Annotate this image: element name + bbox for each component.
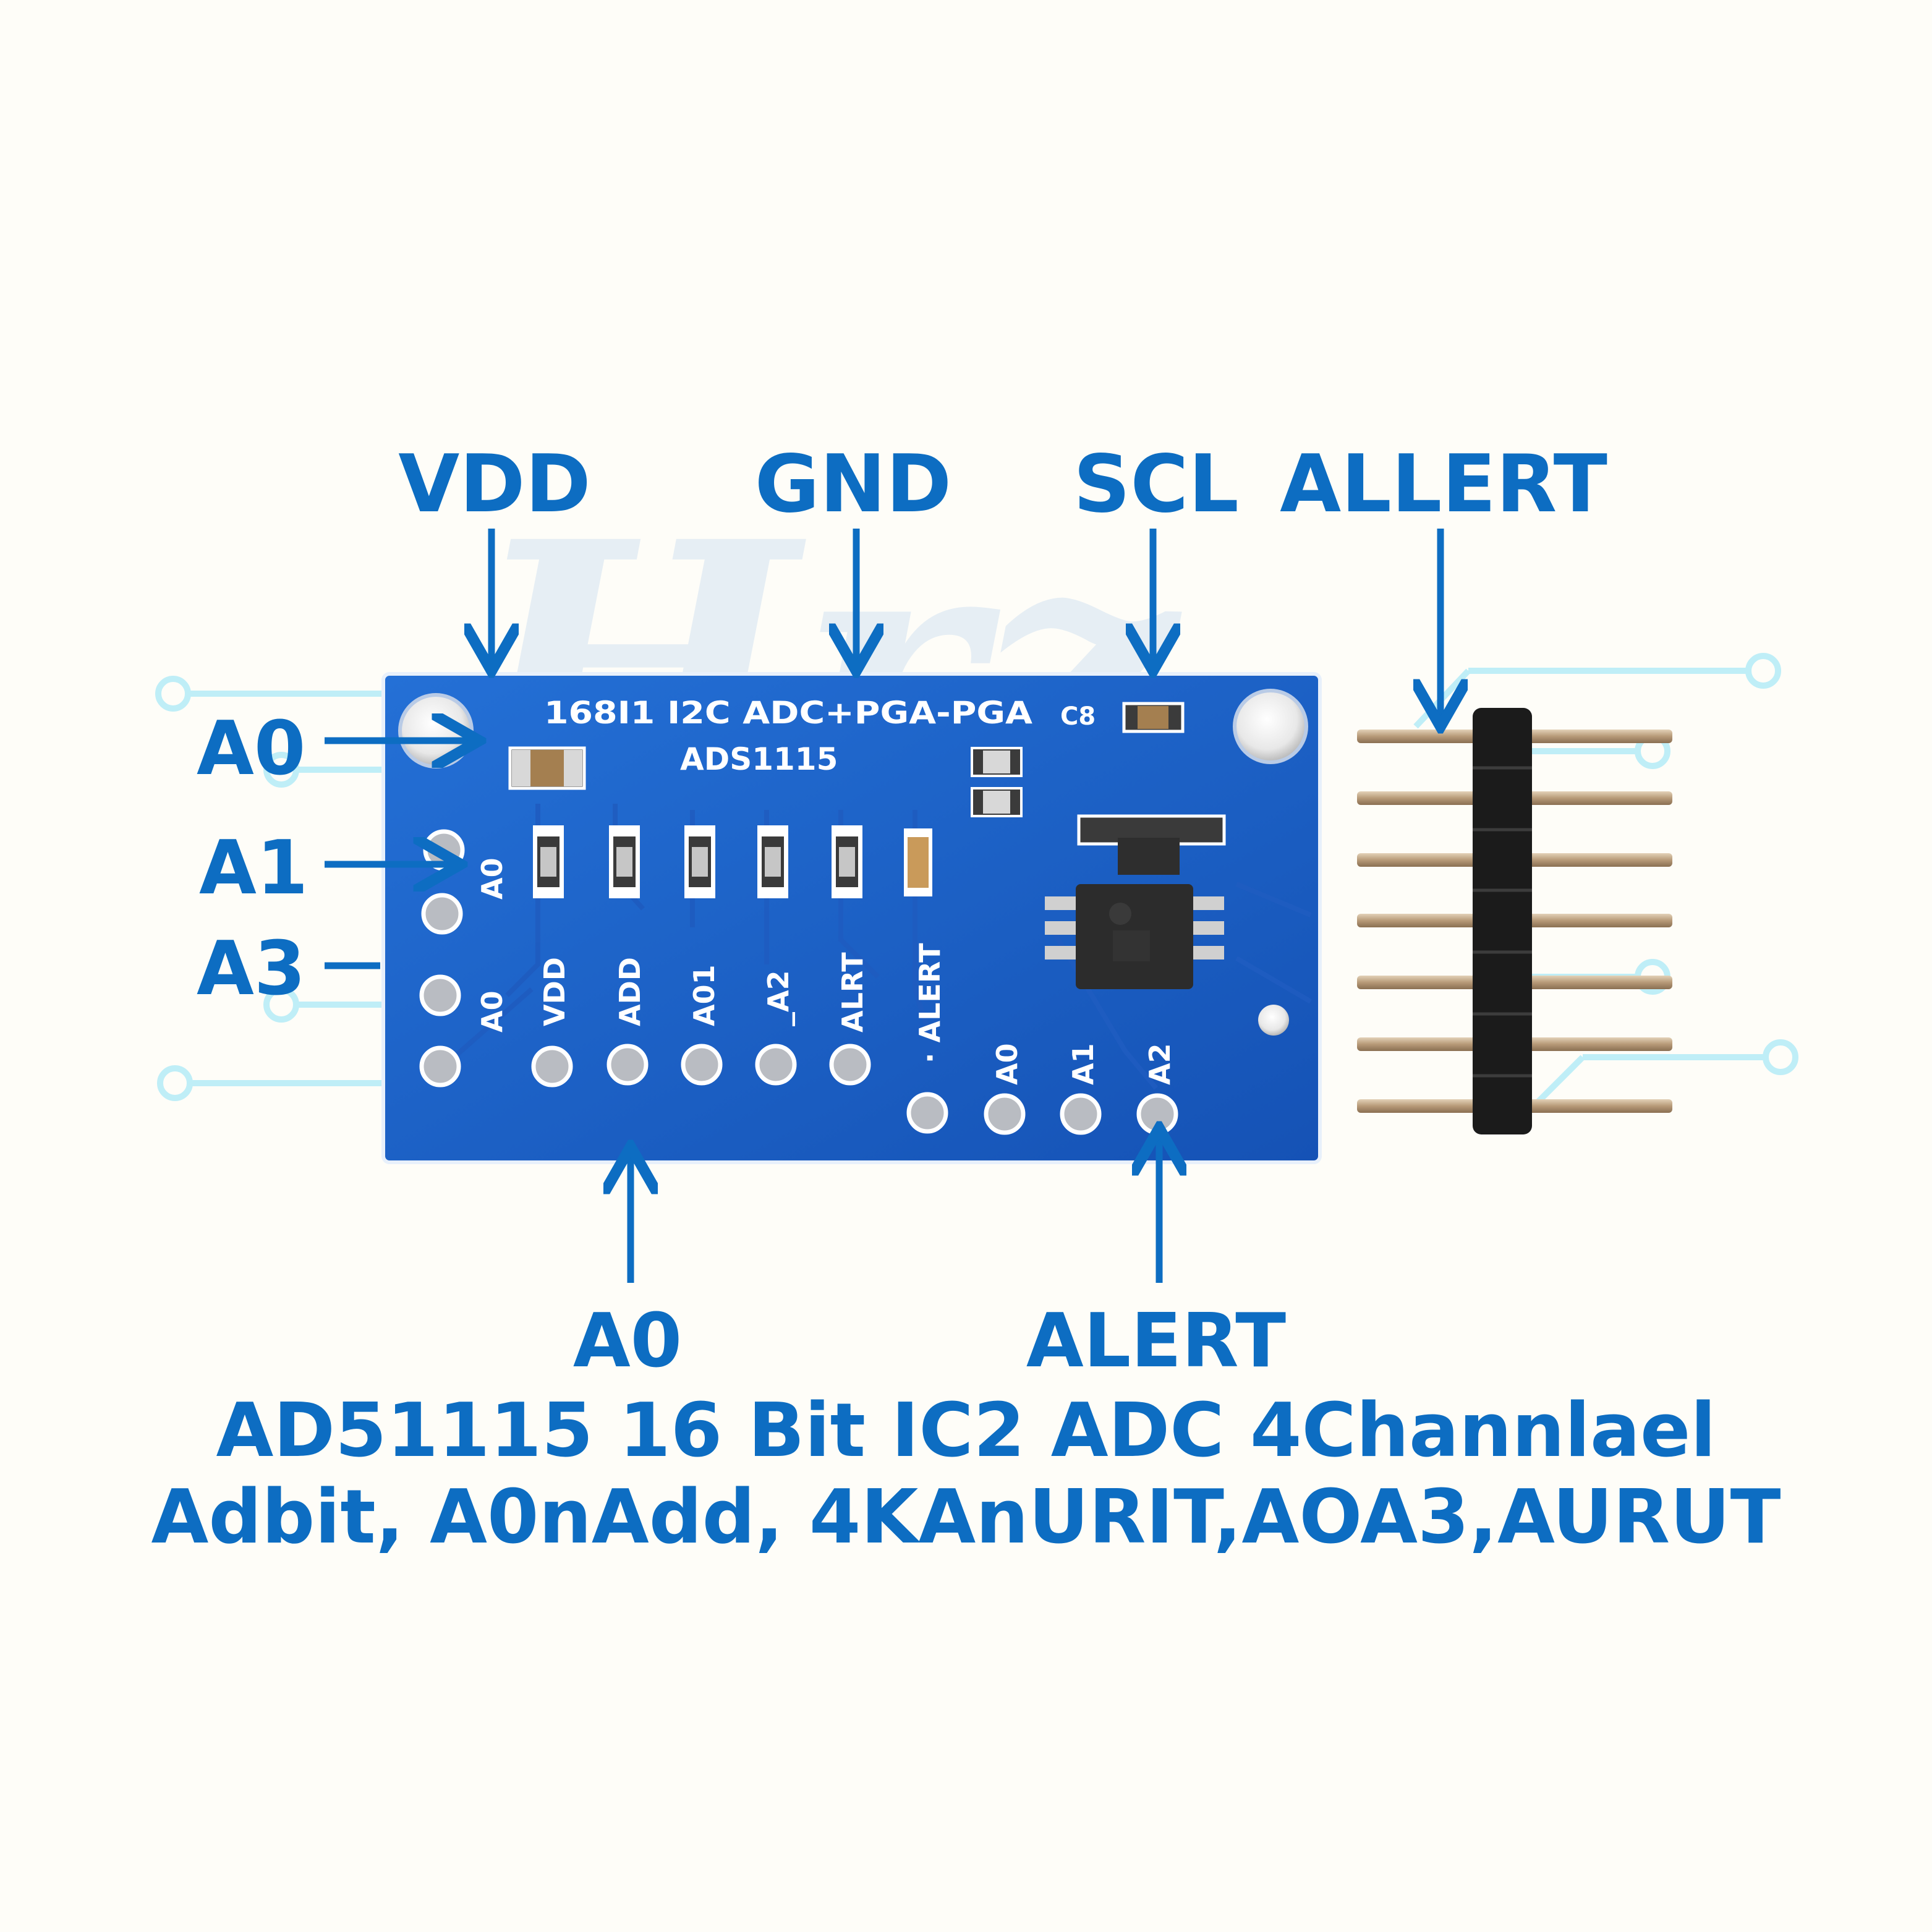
pin-header — [1357, 708, 1672, 1134]
pin-label-alert: · ALERT — [913, 943, 947, 1063]
ads1115-chip — [1045, 884, 1224, 989]
caption-line2: Adbit, A0nAdd, 4KAnURIT,AOA3,AURUT — [151, 1475, 1781, 1560]
callout-a0-left: A0 — [197, 706, 306, 792]
decorative-traces — [155, 653, 1798, 1115]
callout-vdd: VDD — [398, 438, 591, 530]
board-title-line2: ADS1115 — [680, 741, 838, 777]
capacitor — [971, 747, 1023, 817]
resistor-row — [533, 825, 932, 898]
pin-label-a2: _A2 — [762, 970, 795, 1026]
capacitor — [1122, 702, 1185, 733]
pin-label-a0-upper: A0 — [475, 857, 509, 900]
callout-gnd: GND — [754, 438, 952, 530]
pin-label-add: ADD — [613, 957, 647, 1026]
callout-arrows — [325, 529, 1440, 1283]
pin-label-a0-lower: A0 — [475, 990, 509, 1032]
callout-a0-bottom: A0 — [572, 1298, 683, 1384]
pin-label-a1-right: A1 — [1066, 1043, 1100, 1085]
smd-components — [508, 702, 1226, 989]
pin-label-a0-right: A0 — [990, 1043, 1024, 1085]
callout-a1-left: A1 — [199, 825, 309, 911]
capacitor — [508, 746, 586, 790]
callout-a3-left: A3 — [197, 926, 306, 1012]
pin-label-a2-right: A2 — [1143, 1043, 1177, 1085]
callout-alert-bottom: ALERT — [1026, 1298, 1287, 1384]
pin-label-vdd: VDD — [538, 957, 571, 1026]
pin-label-a01: A01 — [687, 964, 721, 1026]
pin-label-alrt: ALRT — [836, 952, 869, 1032]
c8-label: C8 — [1060, 702, 1096, 731]
transistor — [1077, 814, 1226, 875]
caption-line1: AD51115 16 Bit IC2 ADC 4Channlael — [216, 1388, 1716, 1474]
callout-scl: SCL — [1073, 438, 1239, 530]
board-title-line1: 168I1 I2C ADC+PGA-PGA — [544, 695, 1032, 731]
callout-allert: ALLERT — [1280, 438, 1607, 530]
